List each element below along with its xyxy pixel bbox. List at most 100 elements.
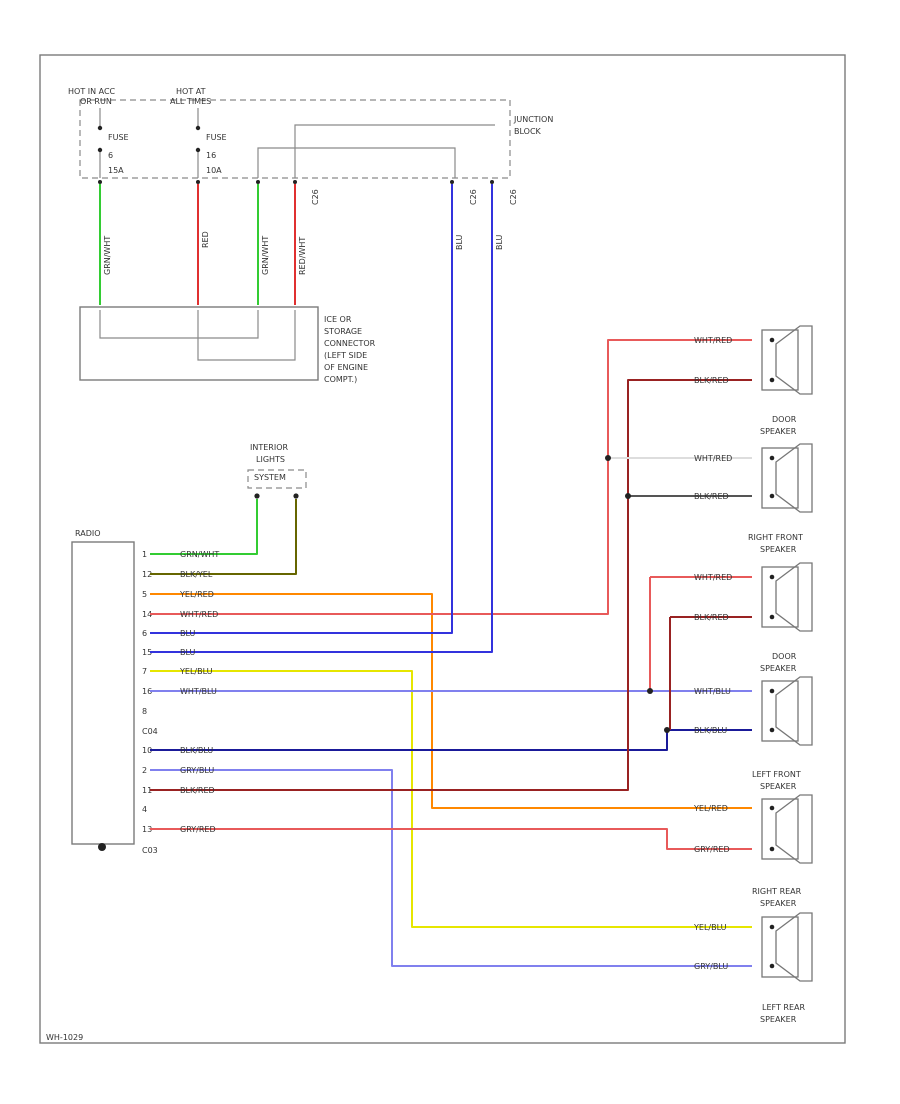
storage-connector-label-5: OF ENGINE	[324, 363, 368, 372]
junction-connector-pins	[98, 180, 494, 184]
wire-blu-radio-a	[150, 184, 453, 634]
junction-block-label-1: JUNCTION	[513, 115, 553, 124]
radio-pin-10: 10	[142, 746, 152, 755]
wire-label-r7: YEL/BLU	[179, 667, 213, 676]
wire-label-r9: BLK/BLU	[180, 746, 213, 755]
hot-acc-label-1: HOT IN ACC	[68, 87, 116, 96]
wire-wht-red-radio	[150, 339, 752, 615]
wire-label-v4: RED/WHT	[298, 237, 307, 275]
speaker-5-label-2: SPEAKER	[760, 899, 797, 908]
radio-pin-4: 14	[142, 610, 152, 619]
speaker-icon-2	[761, 443, 813, 513]
speaker-1-label-2: SPEAKER	[760, 427, 797, 436]
wire-label-r10: GRY/BLU	[180, 766, 214, 775]
speaker-3-label-2: SPEAKER	[760, 664, 797, 673]
radio-pin-3: 5	[142, 590, 147, 599]
radio-pin-2: 12	[142, 570, 152, 579]
wire-label-s4: BLK/RED	[694, 492, 729, 501]
junction-bus-b	[257, 147, 456, 178]
wire-label-r8: WHT/BLU	[180, 687, 217, 696]
wire-label-s3: WHT/RED	[694, 454, 732, 463]
junction-connector-label-a: C26	[311, 189, 320, 205]
hot-acc-label-2: OR RUN	[80, 97, 112, 106]
storage-jumper-b	[197, 310, 296, 361]
fuse-6-label-2: 6	[108, 151, 113, 160]
splice-blk-red	[625, 493, 631, 499]
radio-pin-6: 15	[142, 648, 152, 657]
radio-ground-icon	[98, 843, 106, 851]
speaker-4-label-1: LEFT FRONT	[752, 770, 801, 779]
wire-blk-yel-radio	[150, 499, 297, 575]
wire-gry-red-radio	[150, 828, 752, 850]
storage-connector-label-3: CONNECTOR	[324, 339, 376, 348]
radio-connector-c03: C03	[142, 846, 158, 855]
radio-pin-9: 8	[142, 707, 147, 716]
storage-connector-label-2: STORAGE	[324, 327, 362, 336]
fuse-16-label-1: FUSE	[206, 133, 227, 142]
junction-block-label-2: BLOCK	[514, 127, 542, 136]
radio-pin-5: 6	[142, 629, 147, 638]
hot-at-label-2: ALL TIMES	[170, 97, 211, 106]
speaker-icon-3	[761, 562, 813, 632]
wire-label-r11: BLK/RED	[180, 786, 215, 795]
wire-blk-blu-radio	[150, 729, 752, 751]
radio-connector-c04: C04	[142, 727, 158, 736]
speaker-5-label-1: RIGHT REAR	[752, 887, 802, 896]
wire-label-v2: RED	[201, 231, 210, 248]
radio-wire-labels: GRN/WHT BLK/YEL YEL/RED WHT/RED BLU BLU …	[179, 550, 219, 834]
speaker-wire-labels: WHT/RED BLK/RED WHT/RED BLK/RED WHT/RED …	[693, 336, 732, 971]
speaker-1-label-1: DOOR	[772, 415, 797, 424]
wire-label-r1: GRN/WHT	[180, 550, 219, 559]
wire-label-s5: WHT/RED	[694, 573, 732, 582]
fuse-6-terminal-bottom	[97, 147, 103, 153]
wire-label-r3: YEL/RED	[179, 590, 214, 599]
radio-pin-8: 16	[142, 687, 152, 696]
fuse-6-label-1: FUSE	[108, 133, 129, 142]
radio-pin-14: 13	[142, 825, 152, 834]
speaker-6-label-2: SPEAKER	[760, 1015, 797, 1024]
speaker-icon-1	[761, 325, 813, 395]
speaker-2-label-2: SPEAKER	[760, 545, 797, 554]
interior-lights-pin-b	[293, 493, 299, 499]
wire-label-r6: BLU	[180, 648, 196, 657]
wire-label-s1: WHT/RED	[694, 336, 732, 345]
radio-pin-12: 11	[142, 786, 152, 795]
junction-block-outline	[79, 99, 511, 179]
wire-label-s9: YEL/RED	[693, 804, 728, 813]
diagram-frame	[39, 54, 846, 1044]
fuse-16-terminal-bottom	[195, 147, 201, 153]
radio-pin-1: 1	[142, 550, 147, 559]
wire-label-s11: YEL/BLU	[693, 923, 727, 932]
storage-connector-label-1: ICE OR	[324, 315, 352, 324]
storage-connector-label-4: (LEFT SIDE	[324, 351, 367, 360]
storage-jumper-a	[99, 310, 259, 339]
fuse-16-terminal-top	[195, 125, 201, 131]
wire-label-r2: BLK/YEL	[180, 570, 213, 579]
wire-label-s10: GRY/RED	[694, 845, 730, 854]
junction-connector-label-c: C26	[509, 189, 518, 205]
wire-label-s8: BLK/BLU	[694, 726, 727, 735]
radio-pin-labels: 1 12 5 14 6 15 7 16 8 10 2 11 4 13	[142, 550, 152, 834]
wire-grn-wht-radio	[150, 499, 258, 555]
radio-pin-11: 2	[142, 766, 147, 775]
speaker-2-label-1: RIGHT FRONT	[748, 533, 803, 542]
storage-connector-label-6: COMPT.)	[324, 375, 357, 384]
fuse-6-label-3: 15A	[108, 166, 124, 175]
wire-label-s2: BLK/RED	[694, 376, 729, 385]
wire-label-r4: WHT/RED	[180, 610, 218, 619]
fuse-16-label-2: 16	[206, 151, 216, 160]
footer-code: WH-1029	[46, 1033, 83, 1042]
wire-yel-blu-radio	[150, 670, 752, 928]
fuse-16-label-3: 10A	[206, 166, 222, 175]
splice-wht-blu	[647, 688, 653, 694]
wire-blu-radio-b	[150, 184, 493, 653]
wire-label-v3: GRN/WHT	[261, 236, 270, 275]
hot-at-label-1: HOT AT	[176, 87, 206, 96]
speaker-icon-6	[761, 912, 813, 982]
interior-lights-label-2: LIGHTS	[256, 455, 285, 464]
speaker-icon-5	[761, 794, 813, 864]
storage-connector-box	[79, 306, 319, 381]
splice-wht-red	[605, 455, 611, 461]
fuse-6-terminal-top	[97, 125, 103, 131]
